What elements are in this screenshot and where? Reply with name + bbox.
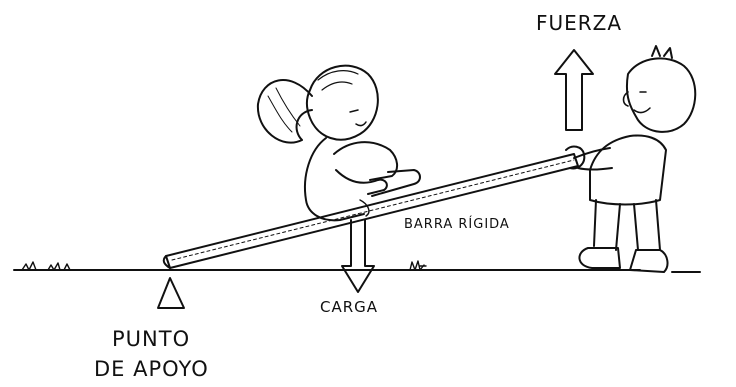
bar-label: BARRA RÍGIDA — [404, 216, 510, 232]
force-label: FUERZA — [536, 11, 622, 35]
rigid-bar — [162, 153, 579, 269]
ground — [13, 260, 701, 273]
load-arrow — [341, 219, 375, 293]
fulcrum-label-line2: DE APOYO — [94, 357, 209, 381]
load-label: CARGA — [320, 298, 378, 316]
girl-figure — [256, 64, 421, 222]
fulcrum-triangle — [157, 277, 185, 309]
boy-figure — [565, 45, 697, 273]
force-arrow — [554, 49, 594, 131]
fulcrum-label-line1: PUNTO — [112, 327, 190, 351]
